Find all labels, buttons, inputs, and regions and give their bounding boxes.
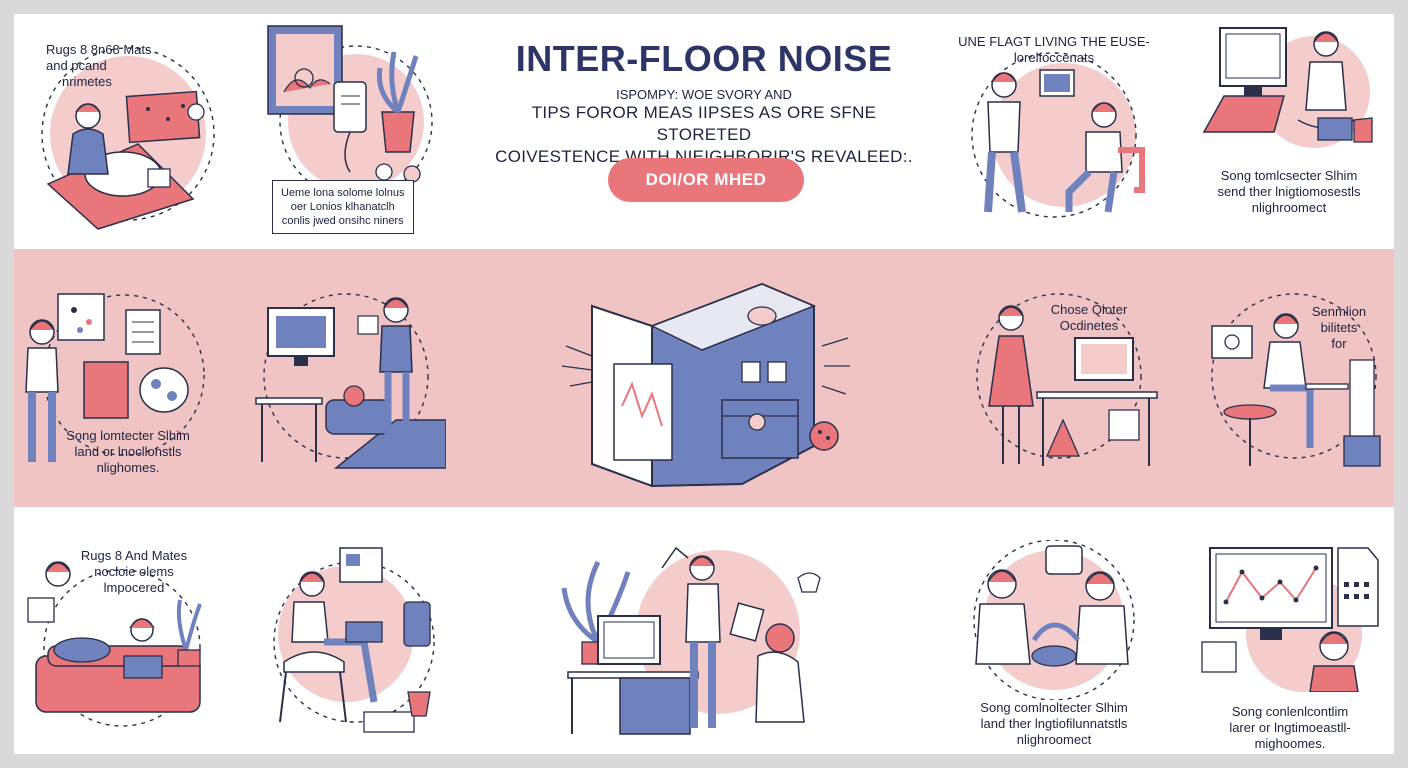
- panel-family-room: [558, 532, 838, 742]
- plant-and-map-illustration: [267, 25, 433, 199]
- senation-caption: Senmlion bilitets for: [1311, 304, 1367, 351]
- cta-button[interactable]: DOI/OR MHED: [608, 158, 804, 202]
- subtitle-line-2: COIVESTENCE WITH NIEIGHBORIR'S REVALEED:…: [495, 147, 913, 166]
- board-and-person-illustration: [25, 293, 205, 462]
- panel-house-cutaway: [552, 266, 852, 496]
- computer-desk-illustration: [1202, 27, 1373, 148]
- page-title: INTER-FLOOR NOISE: [515, 38, 893, 79]
- panel-bottom-rugs: Rugs 8 And Mates nocloie olems lmpocered: [18, 538, 218, 738]
- neighbors-chat-illustration: [973, 540, 1135, 700]
- chart-caption: Song conlenlcontlim larer or lngtimoeast…: [1229, 704, 1351, 751]
- house-cutaway-illustration: [561, 282, 850, 488]
- panel-quieter-ordinances: Chose Qioter Ocdinetes: [959, 280, 1159, 490]
- family-room-illustration: [561, 546, 821, 735]
- panel-noise-note: Ueme lona solome lolnus oer Lonios klhan…: [264, 22, 444, 234]
- talk-caption: Song comlnoltecter Slhim land ther lngti…: [980, 700, 1128, 747]
- desk-worker-illustration: [1211, 293, 1381, 467]
- rugs-illustration: [41, 47, 215, 230]
- flat-living-caption: UNE FLAGT LIVING THE EUSE- lorelfoccenat…: [958, 34, 1150, 65]
- panel-laptop-chair: [254, 542, 454, 742]
- neighbors-talking-illustration: [971, 52, 1145, 218]
- desk-caption: Song tomlcsecter Slhim send ther lnigtio…: [1217, 168, 1361, 215]
- note-caption: Ueme lona solome lolnus oer Lonios klhan…: [272, 180, 414, 234]
- sofa-illustration: [27, 561, 202, 727]
- subtitle-line-1: TIPS FOROR MEAS IIPSES AS ORE SFNE STORE…: [531, 103, 877, 144]
- subtitle-small: ISPOMPY: WOE SVORY AND: [616, 87, 792, 102]
- monitor-chart-illustration: [1201, 547, 1379, 692]
- panel-computer-room: [246, 280, 446, 480]
- laptop-chair-illustration: [273, 547, 435, 733]
- panel-noise-chart: Song conlenlcontlim larer or lngtimoeast…: [1192, 542, 1388, 752]
- computer-room-illustration: [255, 293, 446, 469]
- panel-flat-living: UNE FLAGT LIVING THE EUSE- lorelfoccenat…: [954, 30, 1154, 230]
- bottom-rugs-caption: Rugs 8 And Mates nocloie olems lmpocered: [80, 548, 188, 595]
- quieter-caption: Chose Qioter Ocdinetes: [1050, 302, 1128, 333]
- panel-rugs-and-mats: Rugs 8 8n68 Mats and pcand nrimetes: [28, 24, 238, 234]
- board-caption: Song lomtecter Slhim land or lnocllonstl…: [66, 428, 190, 475]
- panel-neighbors-talk: Song comlnoltecter Slhim land ther lngti…: [954, 540, 1154, 750]
- home-office-illustration: [976, 293, 1158, 466]
- panel-noise-board: Song lomtecter Slhim land or lnocllonstl…: [14, 280, 214, 480]
- infographic-sheet: INTER-FLOOR NOISE ISPOMPY: WOE SVORY AND…: [14, 14, 1394, 754]
- panel-senation-bilitets: Senmlion bilitets for: [1194, 280, 1390, 490]
- subtitle: TIPS FOROR MEAS IIPSES AS ORE SFNE STORE…: [484, 102, 924, 168]
- rugs-caption: Rugs 8 8n68 Mats and pcand nrimetes: [46, 42, 152, 89]
- panel-desk-setup: Song tomlcsecter Slhim send ther lnigtio…: [1194, 22, 1384, 222]
